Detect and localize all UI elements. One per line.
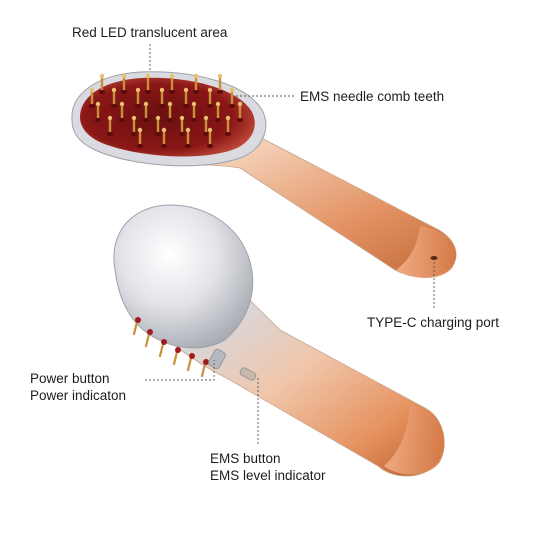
comb-tooth [168, 73, 176, 94]
comb-tooth [142, 101, 150, 122]
comb-tooth [144, 73, 152, 94]
comb-tooth [98, 73, 106, 94]
comb-tooth [216, 73, 224, 94]
comb-tooth [134, 87, 142, 108]
label-ems-button: EMS button [210, 451, 281, 466]
comb-tooth [120, 73, 128, 94]
leader-power [145, 360, 215, 381]
label-power-indicator: Power indicaton [30, 388, 127, 403]
comb-tooth [214, 101, 222, 122]
comb-tooth [206, 87, 214, 108]
comb-tooth [154, 115, 162, 136]
brush-bottom-head [113, 204, 254, 349]
brush-bottom-end-cap [384, 405, 445, 475]
side-tooth [186, 352, 195, 372]
side-tooth [200, 358, 209, 378]
leader-lines [145, 44, 435, 446]
label-ems: EMS button EMS level indicator [210, 450, 326, 484]
comb-tooth [236, 101, 244, 122]
label-ems-level: EMS level indicator [210, 468, 326, 483]
comb-tooth [130, 115, 138, 136]
typec-port [430, 256, 438, 260]
comb-tooth [88, 87, 96, 108]
side-tooth [132, 316, 141, 336]
comb-tooth [202, 115, 210, 136]
comb-tooth [206, 127, 214, 148]
side-tooth [158, 338, 167, 358]
comb-tooth [190, 101, 198, 122]
ems-button [239, 367, 257, 381]
comb-tooth [118, 101, 126, 122]
comb-tooth [184, 127, 192, 148]
comb-tooth [178, 115, 186, 136]
comb-tooth [136, 127, 144, 148]
label-red-led: Red LED translucent area [72, 25, 228, 40]
label-comb-teeth: EMS needle comb teeth [300, 89, 445, 104]
side-teeth-group [132, 316, 209, 378]
side-tooth [144, 328, 153, 348]
brush-top [71, 71, 457, 278]
label-power-button: Power button [30, 371, 110, 386]
comb-tooth [224, 115, 232, 136]
comb-tooth [192, 73, 200, 94]
label-typec-port: TYPE-C charging port [367, 315, 500, 330]
comb-tooth [94, 101, 102, 122]
brush-bottom [113, 204, 445, 477]
comb-tooth [166, 101, 174, 122]
comb-tooth [182, 87, 190, 108]
side-tooth [172, 346, 181, 366]
comb-tooth [110, 87, 118, 108]
comb-tooth [106, 115, 114, 136]
power-button [208, 348, 226, 370]
comb-tooth [228, 87, 236, 108]
brush-top-end-cap [396, 226, 457, 278]
comb-tooth [158, 87, 166, 108]
label-power: Power button Power indicaton [30, 370, 126, 404]
comb-teeth-group [88, 73, 244, 148]
comb-tooth [160, 127, 168, 148]
